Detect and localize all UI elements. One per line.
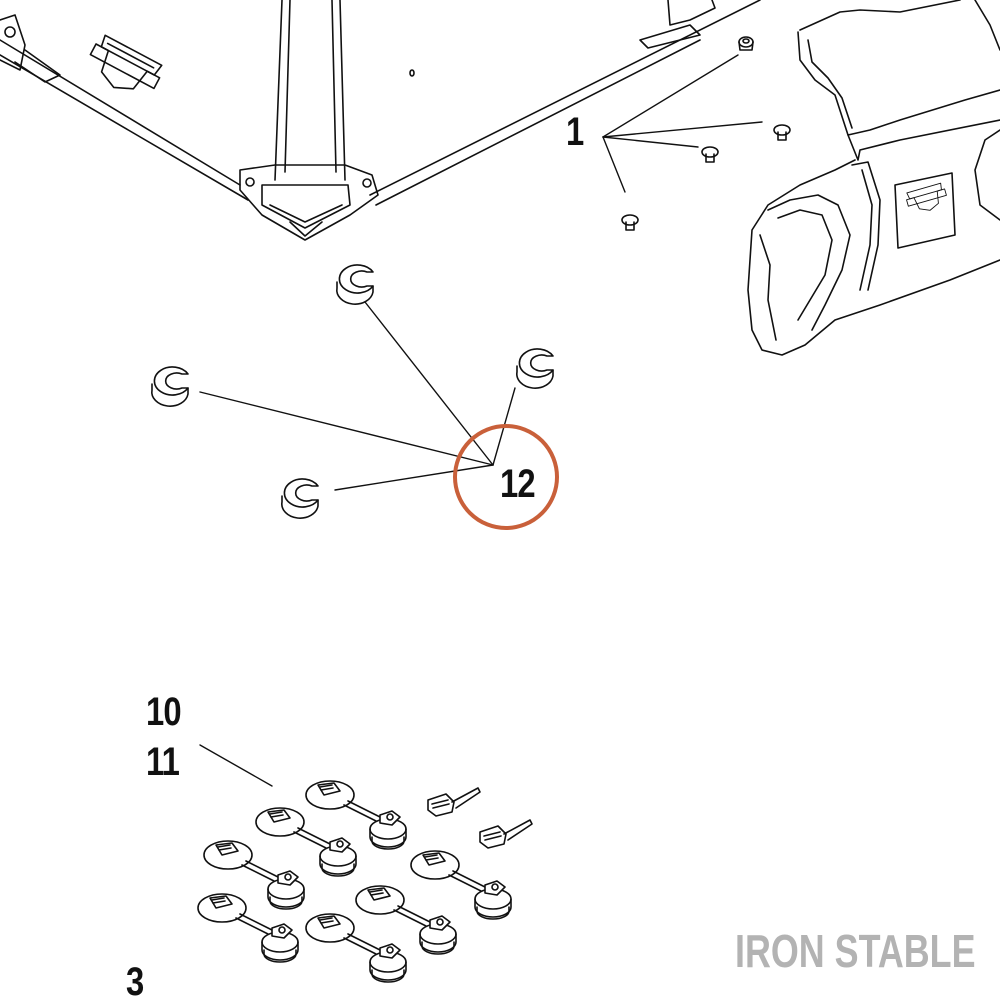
- c-clips-item-12: [151, 264, 554, 519]
- key-icon: [479, 819, 533, 849]
- c-clip: [336, 264, 374, 305]
- lock-assembly: [255, 807, 357, 877]
- bar-and-shield-logo-icon: [89, 34, 163, 90]
- c-clip: [516, 348, 554, 389]
- callout-11: 11: [146, 740, 180, 784]
- keys: [427, 787, 533, 849]
- fastener: [701, 146, 719, 163]
- lock-assembly: [355, 885, 457, 955]
- callout-3: 3: [126, 960, 144, 1000]
- fastener: [773, 124, 791, 141]
- leader-lines-item-1: [602, 54, 763, 193]
- lock-assembly: [305, 913, 407, 983]
- lock-assembly: [410, 850, 512, 920]
- fastener: [738, 36, 754, 51]
- saddlebag-lid: [0, 0, 761, 241]
- callout-12: 12: [500, 462, 536, 506]
- key-icon: [427, 787, 481, 817]
- lock-assembly: [197, 893, 299, 963]
- leader-lines-item-12: [199, 301, 516, 491]
- lock-set-items-10-11: [197, 780, 512, 983]
- c-clip: [281, 478, 319, 519]
- c-clip: [151, 366, 189, 407]
- mounting-bracket: [747, 0, 1000, 356]
- callout-10: 10: [146, 690, 182, 734]
- lock-assembly: [203, 840, 305, 910]
- leader-line-item-10-11: [199, 744, 273, 787]
- callout-1: 1: [566, 110, 584, 154]
- bar-and-shield-logo-icon: [906, 182, 947, 211]
- watermark: IRON STABLE: [735, 925, 976, 977]
- fastener: [621, 214, 639, 231]
- highlight-circle: [453, 424, 559, 530]
- lock-assembly: [305, 780, 407, 850]
- fasteners-item-1: [621, 36, 791, 231]
